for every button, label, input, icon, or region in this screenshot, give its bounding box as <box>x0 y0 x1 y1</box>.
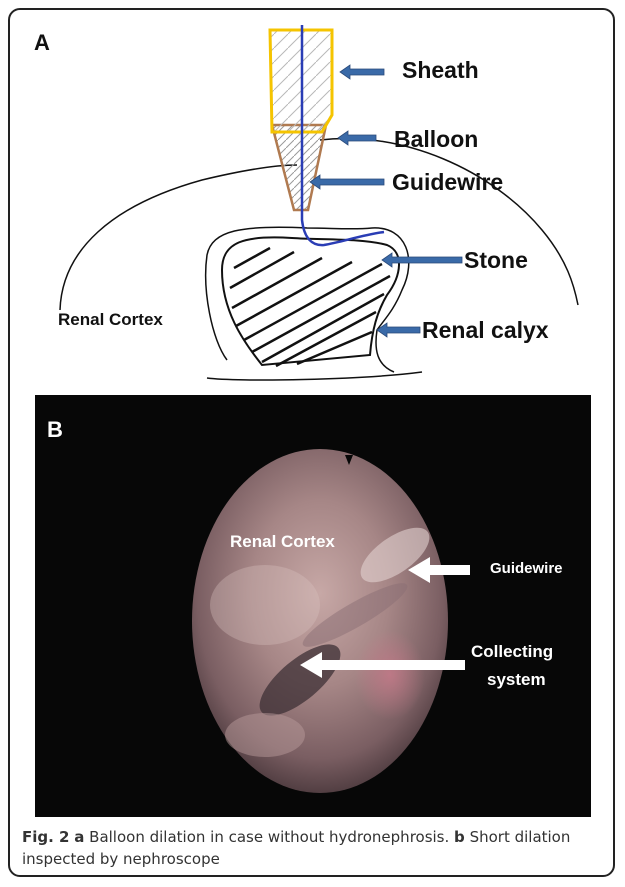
photo-label-collecting: Collecting <box>471 642 553 661</box>
panel-a-letter: A <box>34 30 50 55</box>
caption-fig-label: Fig. 2 <box>22 828 69 846</box>
stone-shape <box>222 237 399 366</box>
label-guidewire: Guidewire <box>392 169 503 195</box>
endoscope-view <box>192 449 448 793</box>
panel-b-letter: B <box>47 417 63 442</box>
label-renal-cortex: Renal Cortex <box>58 310 163 329</box>
figure-caption: Fig. 2 a Balloon dilation in case withou… <box>22 826 607 870</box>
panel-b: B Renal Cortex Guidewire Collecting syst… <box>35 395 591 817</box>
arrow-sheath <box>340 65 384 79</box>
panel-a-diagram: A <box>22 20 612 390</box>
caption-a-text: Balloon dilation in case without hydrone… <box>84 828 454 846</box>
label-stone: Stone <box>464 247 528 273</box>
label-renal-calyx: Renal calyx <box>422 317 549 343</box>
label-sheath: Sheath <box>402 57 479 83</box>
label-balloon: Balloon <box>394 126 478 152</box>
panel-b-photo: B Renal Cortex Guidewire Collecting syst… <box>35 395 591 817</box>
photo-label-system: system <box>487 670 546 689</box>
photo-label-renal-cortex: Renal Cortex <box>230 532 335 551</box>
arrow-balloon <box>338 131 376 145</box>
arrow-guidewire <box>310 175 384 189</box>
photo-label-guidewire: Guidewire <box>490 560 563 577</box>
balloon-shape <box>272 125 326 210</box>
caption-a-marker: a <box>74 828 84 846</box>
caption-b-marker: b <box>454 828 465 846</box>
panel-a: A <box>22 20 612 390</box>
arrow-calyx <box>377 323 420 337</box>
calyx-base <box>207 372 422 380</box>
